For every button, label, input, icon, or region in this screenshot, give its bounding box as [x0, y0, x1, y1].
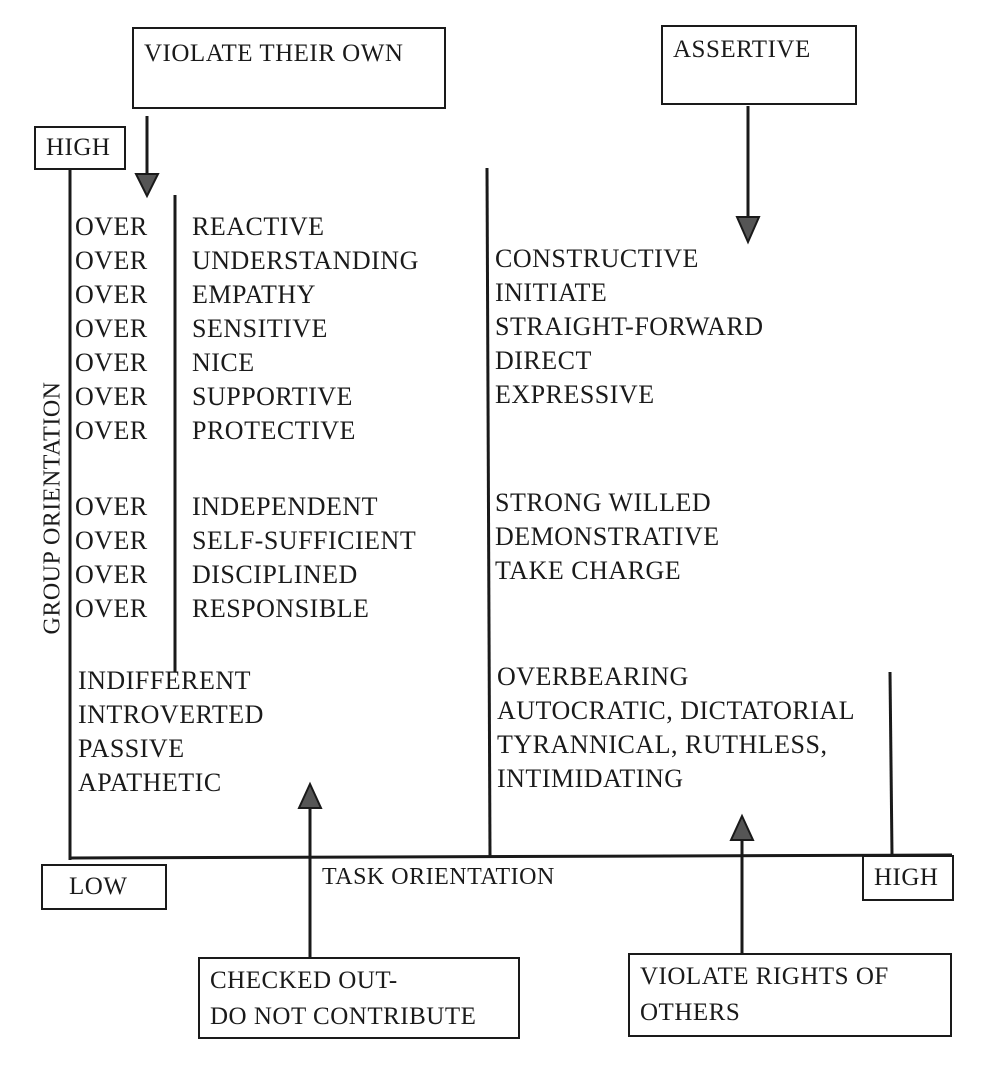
center-divider-line — [485, 167, 492, 857]
trait-item: INTIMIDATING — [497, 764, 684, 793]
trait-item: INDIFFERENT — [78, 666, 252, 695]
high-y-label: HIGH — [46, 134, 111, 161]
over-prefix: OVER — [75, 526, 148, 555]
assertive-traits-group1: CONSTRUCTIVE INITIATE STRAIGHT-FORWARD D… — [495, 242, 764, 412]
trait-item: TAKE CHARGE — [495, 556, 682, 585]
over-prefix-group2: OVER OVER OVER OVER — [75, 490, 148, 626]
over-prefix: OVER — [75, 314, 148, 343]
trait-item: AUTOCRATIC, DICTATORIAL — [497, 696, 856, 725]
trait-item: SELF-SUFFICIENT — [192, 526, 417, 555]
trait-item: STRONG WILLED — [495, 488, 712, 517]
arrowhead-up-violate-rights — [729, 813, 755, 841]
trait-item: REACTIVE — [192, 212, 325, 241]
trait-item: CONSTRUCTIVE — [495, 244, 699, 273]
trait-item: DIRECT — [495, 346, 592, 375]
trait-item: PROTECTIVE — [192, 416, 356, 445]
low-low-traits: INDIFFERENT INTROVERTED PASSIVE APATHETI… — [78, 664, 264, 800]
over-prefix: OVER — [75, 560, 148, 589]
high-x-label: HIGH — [874, 864, 939, 891]
trait-item: APATHETIC — [78, 768, 222, 797]
trait-item: INDEPENDENT — [192, 492, 379, 521]
trait-item: INTROVERTED — [78, 700, 264, 729]
violate-their-own-box: VIOLATE THEIR OWN — [132, 27, 446, 109]
trait-item: SUPPORTIVE — [192, 382, 353, 411]
trait-item: RESPONSIBLE — [192, 594, 370, 623]
aggressive-traits: OVERBEARING AUTOCRATIC, DICTATORIAL TYRA… — [497, 660, 855, 796]
trait-item: EXPRESSIVE — [495, 380, 655, 409]
trait-item: TYRANNICAL, RUTHLESS, — [497, 730, 828, 759]
y-axis-label: GROUP ORIENTATION — [39, 381, 66, 635]
low-x-label: LOW — [69, 873, 128, 900]
checked-out-label-line2: DO NOT CONTRIBUTE — [210, 1003, 477, 1030]
arrowhead-down-assertive — [735, 216, 761, 245]
trait-item: SENSITIVE — [192, 314, 328, 343]
trait-list-group2: INDEPENDENT SELF-SUFFICIENT DISCIPLINED … — [192, 490, 416, 626]
assertive-box: ASSERTIVE — [661, 25, 857, 105]
x-axis-line — [69, 853, 953, 860]
over-prefix: OVER — [75, 212, 148, 241]
over-prefix: OVER — [75, 348, 148, 377]
over-prefix: OVER — [75, 492, 148, 521]
trait-item: OVERBEARING — [497, 662, 689, 691]
trait-item: DISCIPLINED — [192, 560, 358, 589]
high-x-box: HIGH — [862, 855, 954, 901]
over-prefix-group1: OVER OVER OVER OVER OVER OVER OVER — [75, 210, 148, 448]
right-divider-line — [888, 671, 894, 856]
violate-their-own-label: VIOLATE THEIR OWN — [144, 40, 404, 67]
checked-out-box: CHECKED OUT- DO NOT CONTRIBUTE — [198, 957, 520, 1039]
assertive-traits-group2: STRONG WILLED DEMONSTRATIVE TAKE CHARGE — [495, 486, 720, 588]
trait-item: PASSIVE — [78, 734, 185, 763]
trait-item: NICE — [192, 348, 255, 377]
assertive-label: ASSERTIVE — [673, 36, 811, 63]
over-prefix: OVER — [75, 246, 148, 275]
violate-rights-label-line1: VIOLATE RIGHTS OF — [640, 963, 889, 990]
over-prefix: OVER — [75, 280, 148, 309]
over-prefix: OVER — [75, 594, 148, 623]
arrowhead-up-checked-out — [297, 781, 323, 809]
trait-item: EMPATHY — [192, 280, 316, 309]
checked-out-label-line1: CHECKED OUT- — [210, 967, 398, 994]
x-axis-label: TASK ORIENTATION — [322, 864, 555, 890]
over-prefix: OVER — [75, 416, 148, 445]
violate-rights-box: VIOLATE RIGHTS OF OTHERS — [628, 953, 952, 1037]
violate-rights-label-line2: OTHERS — [640, 999, 741, 1026]
over-prefix: OVER — [75, 382, 148, 411]
trait-item: INITIATE — [495, 278, 608, 307]
trait-list-group1: REACTIVE UNDERSTANDING EMPATHY SENSITIVE… — [192, 210, 419, 448]
low-x-box: LOW — [41, 864, 167, 910]
trait-item: DEMONSTRATIVE — [495, 522, 720, 551]
high-y-box: HIGH — [34, 126, 126, 170]
arrowhead-down-violate-own — [134, 173, 160, 199]
trait-item: STRAIGHT-FORWARD — [495, 312, 764, 341]
trait-item: UNDERSTANDING — [192, 246, 419, 275]
